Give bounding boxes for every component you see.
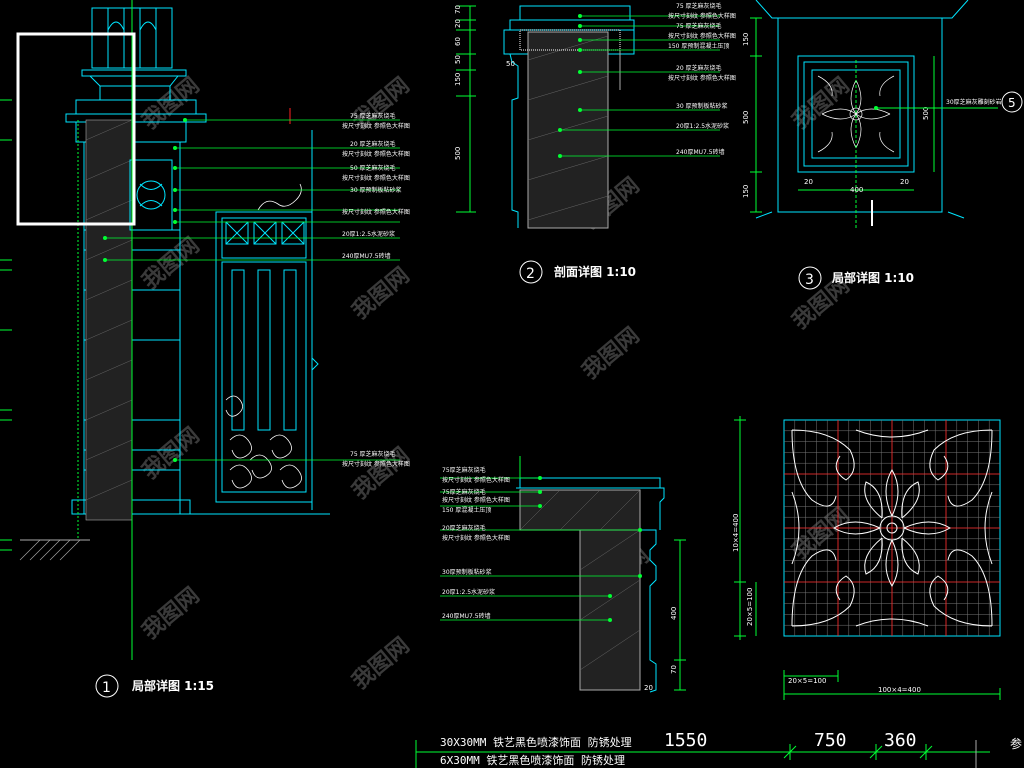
- d5-dim-height-part: 20×5=100: [746, 588, 754, 626]
- d5-dim-height-full: 10×4=400: [732, 514, 740, 552]
- d4-note-10: 240厚MU7.5砖墙: [442, 612, 491, 620]
- d2-note-4: 按尺寸刻纹 参照色大样图: [668, 32, 736, 40]
- d1-note-2: 按尺寸刻纹 参照色大样图: [342, 122, 410, 130]
- d4-note-2: 按尺寸刻纹 参照色大样图: [442, 476, 510, 484]
- d4-note-4: 按尺寸刻纹 参照色大样图: [442, 496, 510, 504]
- d1-note-1: 75 厚芝麻灰烧毛: [350, 112, 396, 120]
- detail4-section: 400 70 20 75厚芝麻灰烧毛 按尺寸刻纹 参照色大样图 75厚芝麻灰烧毛…: [440, 456, 686, 693]
- d4-dim-70: 70: [670, 665, 678, 674]
- d2-dim-50b: 50: [506, 60, 515, 68]
- watermark-1: 我图网: [138, 73, 205, 135]
- d2-note-8: 30 厚预制板粘砂浆: [676, 102, 728, 110]
- d2-note-1: 75 厚芝麻灰烧毛: [676, 2, 722, 10]
- d2-dim-500: 500: [454, 147, 462, 160]
- d2-dim-150: 150: [454, 73, 462, 86]
- d3-dim-150b: 150: [742, 185, 750, 198]
- d1-note-3: 20 厚芝麻灰烧毛: [350, 140, 396, 148]
- detail3-number: 3: [805, 272, 814, 288]
- detail2-section: 70 20 60 50 150 500 50 75 厚芝麻灰烧毛 按尺寸刻纹 参…: [454, 2, 736, 284]
- bottom-right-text: 参: [1010, 736, 1022, 751]
- detail1-number: 1: [102, 680, 111, 696]
- detail3-callout-5: [1001, 91, 1023, 113]
- d1-note-6: 按尺寸刻纹 参照色大样图: [342, 174, 410, 182]
- d1-note-10: 240厚MU7.5砖墙: [342, 252, 391, 260]
- detail5-carving-grid: 10×4=400 20×5=100 20×5=100 100×4=400: [732, 416, 1001, 700]
- d4-note-9: 20厚1:2.5水泥砂浆: [442, 588, 495, 596]
- d4-note-1: 75厚芝麻灰烧毛: [442, 466, 486, 474]
- detail3-callout-number: 5: [1008, 96, 1016, 110]
- d1-note-4: 按尺寸刻纹 参照色大样图: [342, 150, 410, 158]
- bottom-dim-750: 750: [814, 730, 847, 751]
- watermark-10: 我图网: [578, 323, 645, 385]
- d2-dim-50: 50: [454, 55, 462, 64]
- d1-note-7: 30 厚预制板粘砂浆: [350, 186, 402, 194]
- d1-note-12: 按尺寸刻纹 参照色大样图: [342, 460, 410, 468]
- d3-dim-500b: 500: [922, 107, 930, 120]
- watermark-4: 我图网: [138, 583, 205, 645]
- d2-note-3: 75 厚芝麻灰烧毛: [676, 22, 722, 30]
- detail3-callout-circle: [798, 266, 822, 290]
- d4-note-6: 20厚芝麻灰烧毛: [442, 524, 486, 532]
- bottom-note-1: 30X30MM 铁艺黑色喷漆饰面 防锈处理: [440, 735, 632, 749]
- detail1-annotations: 75 厚芝麻灰烧毛 按尺寸刻纹 参照色大样图 20 厚芝麻灰烧毛 按尺寸刻纹 参…: [95, 112, 410, 698]
- detail3-title: 局部详图 1:10: [832, 270, 914, 285]
- watermark-3: 我图网: [138, 423, 205, 485]
- d2-note-7: 按尺寸刻纹 参照色大样图: [668, 74, 736, 82]
- detail2-number: 2: [526, 266, 535, 282]
- bottom-area: 30X30MM 铁艺黑色喷漆饰面 防锈处理 6X30MM 铁艺黑色喷漆饰面 防锈…: [415, 730, 1022, 768]
- d2-dim-60: 60: [454, 37, 462, 46]
- selection-box: [16, 32, 136, 226]
- d1-note-9: 20厚1:2.5水泥砂浆: [342, 230, 395, 238]
- detail1-elevation: [0, 0, 330, 660]
- detail3-panel: 150 500 150 20 400 20 500 30厚芝麻灰雕刻砂岩 5 3…: [742, 0, 1023, 290]
- detail2-callout-circle: [519, 260, 543, 284]
- d4-dim-20: 20: [644, 684, 653, 692]
- d3-dim-20b: 20: [900, 178, 909, 186]
- d1-note-5: 50 厚芝麻灰烧毛: [350, 164, 396, 172]
- watermark-6: 我图网: [348, 263, 415, 325]
- bottom-note-2: 6X30MM 铁艺黑色喷漆饰面 防锈处理: [440, 753, 625, 767]
- d2-note-10: 240厚MU7.5砖墙: [676, 148, 725, 156]
- d5-dim-width-part: 20×5=100: [788, 677, 826, 685]
- detail1-title: 局部详图 1:15: [132, 678, 214, 693]
- d4-dim-400: 400: [670, 607, 678, 620]
- d3-dim-400: 400: [850, 186, 863, 194]
- d4-note-7: 按尺寸刻纹 参照色大样图: [442, 534, 510, 542]
- d3-dim-20a: 20: [804, 178, 813, 186]
- bottom-dim-360: 360: [884, 730, 917, 751]
- detail1-callout-circle: [95, 674, 119, 698]
- d3-dim-500: 500: [742, 111, 750, 124]
- d4-note-8: 30厚预制板粘砂浆: [442, 568, 492, 576]
- watermark-2: 我图网: [138, 233, 205, 295]
- d2-dim-20: 20: [454, 19, 462, 28]
- bottom-dim-1550: 1550: [664, 730, 707, 751]
- d3-dim-150a: 150: [742, 33, 750, 46]
- d2-note-6: 20 厚芝麻灰烧毛: [676, 64, 722, 72]
- watermark-8: 我图网: [348, 633, 415, 695]
- d4-note-3: 75厚芝麻灰烧毛: [442, 488, 486, 496]
- d5-dim-width-full: 100×4=400: [878, 686, 921, 694]
- d2-note-9: 20厚1:2.5水泥砂浆: [676, 122, 729, 130]
- detail2-title: 剖面详图 1:10: [554, 264, 636, 279]
- d2-dim-70: 70: [454, 5, 462, 14]
- d3-note: 30厚芝麻灰雕刻砂岩: [946, 98, 1002, 106]
- d2-note-5: 150 厚预制混凝土压顶: [668, 42, 729, 50]
- d4-note-5: 150 厚混凝土压顶: [442, 506, 491, 514]
- d1-note-11: 75 厚芝麻灰烧毛: [350, 450, 396, 458]
- d1-note-8: 按尺寸刻纹 参照色大样图: [342, 208, 410, 216]
- d2-note-2: 按尺寸刻纹 参照色大样图: [668, 12, 736, 20]
